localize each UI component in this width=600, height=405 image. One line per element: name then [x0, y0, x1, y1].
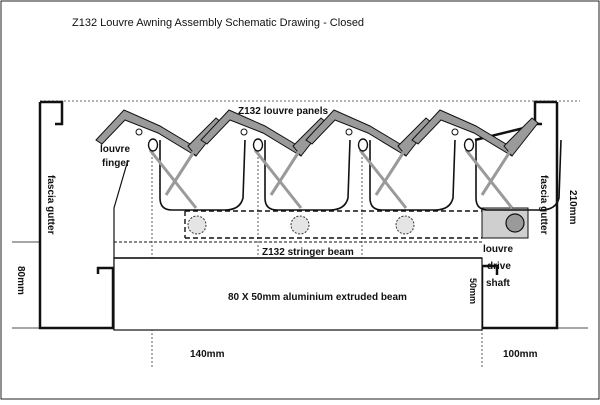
- pivot-circle: [187, 215, 207, 235]
- dimension-right-height: 210mm: [567, 190, 578, 225]
- louvre-brace: [480, 149, 513, 196]
- louvre-body: [369, 139, 456, 211]
- fascia-gutter-right-lip: [533, 100, 557, 126]
- dimension-bottom-left: 140mm: [190, 349, 225, 360]
- louvre-brace: [164, 149, 197, 196]
- extruded-beam: [113, 257, 483, 331]
- louvre-finger-arm: [253, 149, 303, 209]
- label-fascia-gutter-left: fascia gutter: [45, 175, 56, 235]
- louvre-pivot-icon: [357, 138, 369, 152]
- louvre-rivet-icon: [240, 128, 248, 136]
- drive-shaft-icon: [505, 213, 525, 233]
- louvre-body: [264, 139, 351, 211]
- pivot-circle: [290, 215, 310, 235]
- dimension-bottom-right: 100mm: [503, 349, 538, 360]
- louvre-pivot-icon: [463, 138, 475, 152]
- label-louvre-panels: Z132 louvre panels: [238, 106, 328, 117]
- louvre-rivet-icon: [135, 128, 143, 136]
- label-drive-shaft-line1: louvre: [483, 244, 513, 255]
- label-stringer-beam: Z132 stringer beam: [262, 247, 354, 258]
- label-drive-shaft-line3: shaft: [486, 278, 511, 289]
- louvre-panels: [95, 109, 562, 211]
- louvre-rivet-icon: [345, 128, 353, 136]
- label-fascia-gutter-right: fascia gutter: [538, 175, 549, 235]
- dimension-left-height: 80mm: [15, 266, 26, 295]
- dimension-beam-height: 50mm: [468, 278, 478, 304]
- louvre-finger-arm: [358, 149, 408, 209]
- dimension-lines: [12, 241, 588, 331]
- louvre-body: [475, 139, 562, 211]
- fascia-gutter-left: [38, 102, 115, 330]
- louvre-pivot-icon: [147, 138, 159, 152]
- pivot-circles: [187, 215, 415, 235]
- louvre-brace: [374, 149, 407, 196]
- fascia-gutter-left-lip: [40, 100, 64, 126]
- louvre-finger-arm: [148, 149, 198, 209]
- pivot-circle: [395, 215, 415, 235]
- label-extruded-beam: 80 X 50mm aluminium extruded beam: [228, 292, 407, 303]
- label-drive-shaft-line2: drive: [487, 261, 511, 272]
- louvre-pivot-icon: [252, 138, 264, 152]
- louvre-brace: [269, 149, 302, 196]
- label-louvre-finger-line2: finger: [102, 158, 130, 169]
- diagram-title: Z132 Louvre Awning Assembly Schematic Dr…: [72, 17, 364, 29]
- louvre-rivet-icon: [451, 128, 459, 136]
- louvre-channel: [184, 210, 482, 239]
- louvre-body: [159, 139, 246, 211]
- louvre-finger-arm: [464, 149, 514, 209]
- label-louvre-finger-line1: louvre: [100, 144, 130, 155]
